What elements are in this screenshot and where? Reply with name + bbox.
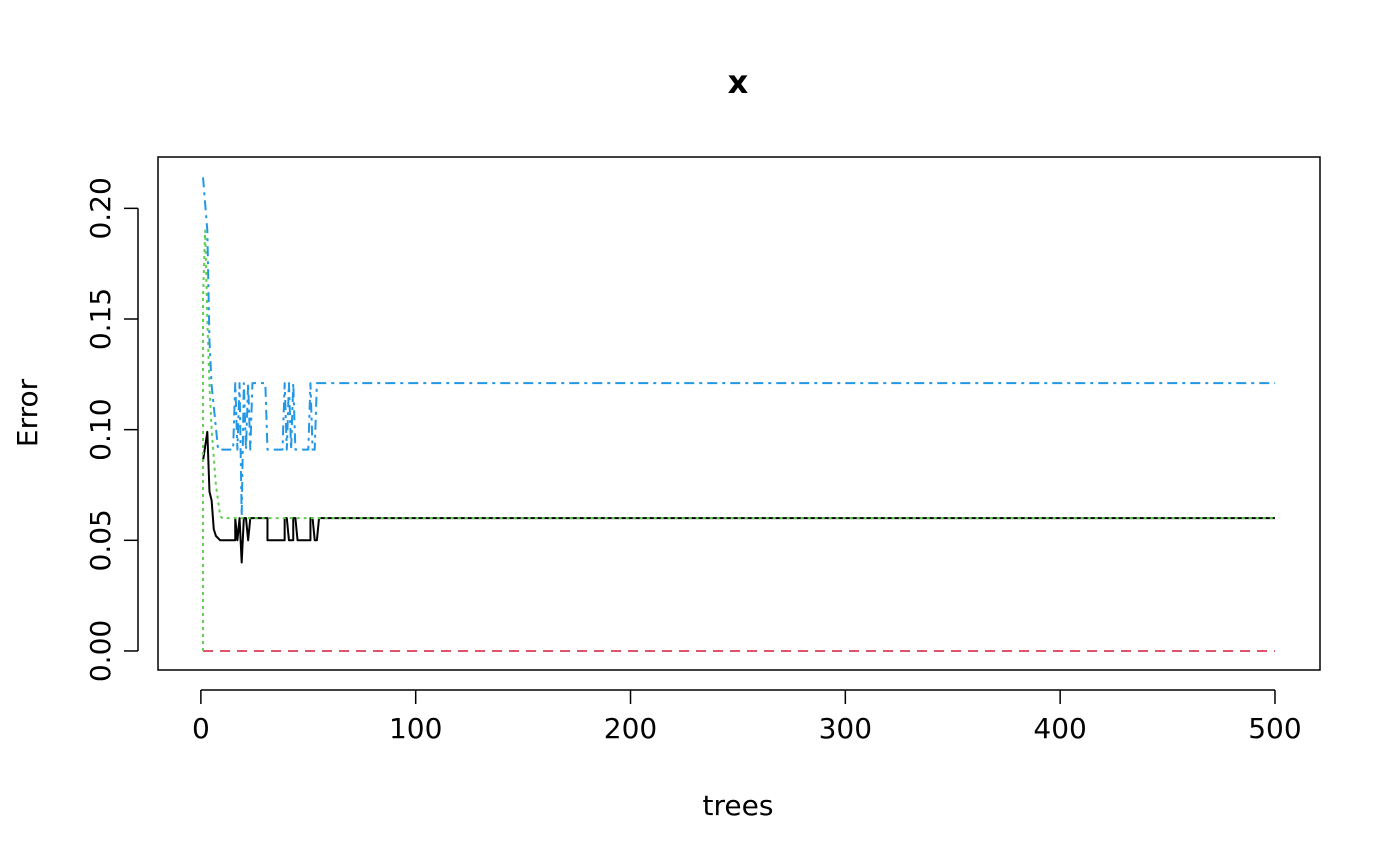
y-tick-label: 0.05 <box>84 509 117 571</box>
chart-title: x <box>728 63 749 101</box>
x-tick-label: 0 <box>192 712 210 745</box>
series-lines <box>202 177 1275 652</box>
x-tick-label: 100 <box>389 712 442 745</box>
series-line-4 <box>202 177 1275 517</box>
y-tick-label: 0.20 <box>84 177 117 239</box>
y-axis: 0.00 0.05 0.10 0.15 0.20 <box>84 177 139 682</box>
x-tick-label: 200 <box>604 712 657 745</box>
x-tick-label: 300 <box>819 712 872 745</box>
y-tick-label: 0.15 <box>84 288 117 350</box>
plot-frame <box>157 156 1321 671</box>
x-tick-label: 500 <box>1248 712 1301 745</box>
series-line-3 <box>202 229 1275 651</box>
x-axis: 0 100 200 300 400 500 <box>192 689 1302 745</box>
y-tick-label: 0.00 <box>84 620 117 682</box>
x-axis-label: trees <box>703 789 774 822</box>
y-axis-label: Error <box>11 378 44 447</box>
x-tick-label: 400 <box>1033 712 1086 745</box>
series-line-1 <box>202 430 1275 564</box>
y-tick-label: 0.10 <box>84 398 117 460</box>
